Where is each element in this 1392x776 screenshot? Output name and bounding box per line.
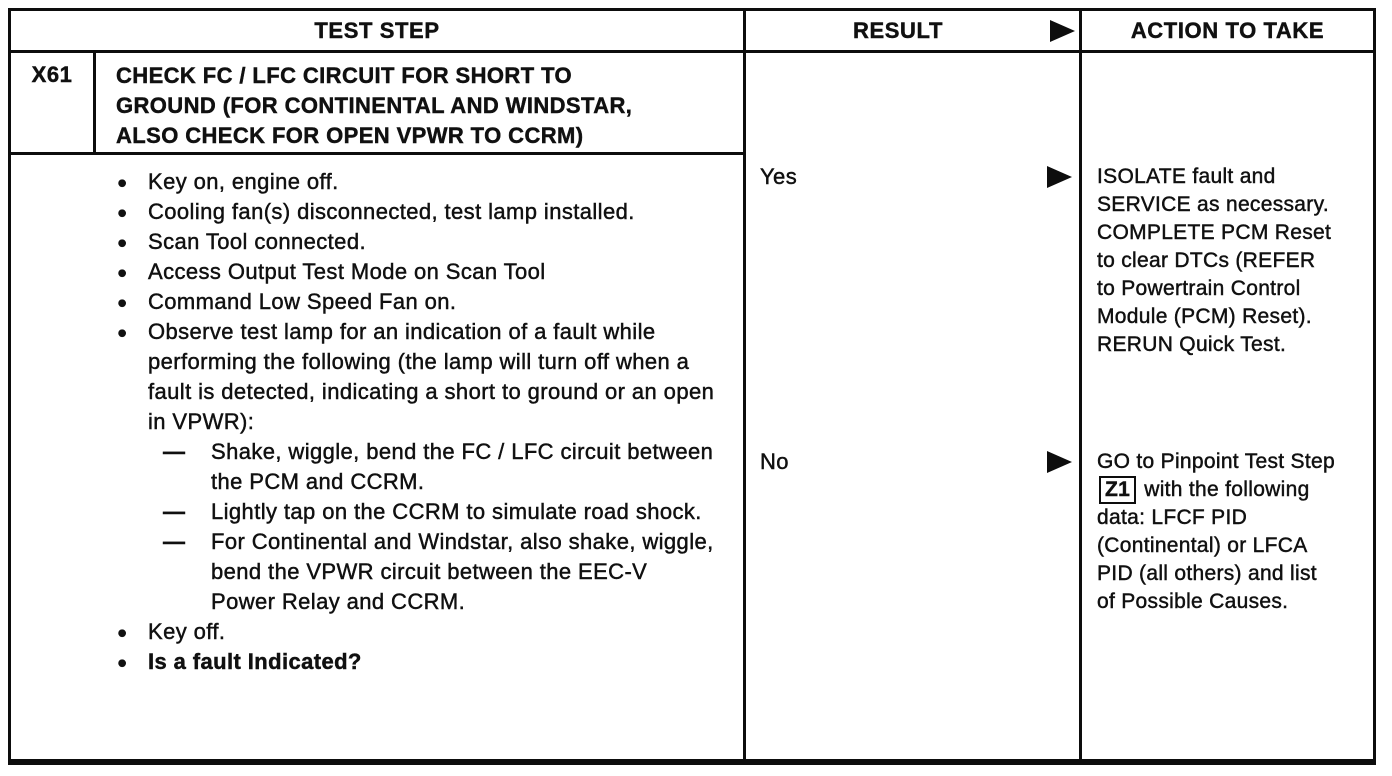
procedure-sub-step: — Lightly tap on the CCRM to simulate roa…	[11, 497, 743, 527]
bullet-marker-icon: ●	[117, 323, 128, 342]
action-text: GO to Pinpoint Test Step Z1 with the fol…	[1097, 448, 1339, 616]
procedure-step-text: Is a fault Indicated?	[148, 649, 362, 674]
procedure-step-text: Command Low Speed Fan on.	[148, 289, 457, 314]
procedure-step-text: Observe test lamp for an indication of a…	[148, 319, 715, 434]
bullet-marker-icon: ●	[117, 623, 128, 642]
result-header-label: RESULT	[853, 17, 943, 43]
procedure-step: ● Observe test lamp for an indication of …	[11, 317, 743, 437]
procedure-list: ● Key on, engine off. ● Cooling fan(s) disc…	[11, 155, 743, 759]
right-arrow-icon	[1050, 19, 1075, 42]
procedure-step: ● Command Low Speed Fan on.	[11, 287, 743, 317]
procedure-step-text: Cooling fan(s) disconnected, test lamp i…	[148, 199, 635, 224]
action-text-segment: ISOLATE fault and SERVICE as necessary. …	[1097, 165, 1332, 356]
column-header-test-step: TEST STEP	[11, 11, 743, 53]
action-header-label: ACTION TO TAKE	[1130, 17, 1325, 43]
right-arrow-icon	[1047, 166, 1072, 188]
procedure-step: ● Key off.	[11, 617, 743, 647]
right-arrow-icon	[1047, 451, 1072, 473]
dash-marker-icon: —	[163, 529, 186, 554]
procedure-step: ● Access Output Test Mode on Scan Tool	[11, 257, 743, 287]
step-title: CHECK FC / LFC CIRCUIT FOR SHORT TO GROU…	[116, 63, 633, 148]
bullet-marker-icon: ●	[117, 653, 128, 672]
action-column: ISOLATE fault and SERVICE as necessary. …	[1079, 53, 1373, 759]
bullet-marker-icon: ●	[117, 203, 128, 222]
step-id: X61	[11, 53, 96, 152]
dash-marker-icon: —	[163, 439, 186, 464]
bullet-marker-icon: ●	[117, 263, 128, 282]
procedure-step-text: For Continental and Windstar, also shake…	[211, 529, 714, 614]
procedure-step-text: Lightly tap on the CCRM to simulate road…	[211, 499, 702, 524]
procedure-step: ● Scan Tool connected.	[11, 227, 743, 257]
procedure-step-text: Access Output Test Mode on Scan Tool	[148, 259, 546, 284]
result-label: Yes	[760, 164, 798, 189]
bullet-marker-icon: ●	[117, 173, 128, 192]
procedure-step-text: Key off.	[148, 619, 226, 644]
procedure-step: ● Cooling fan(s) disconnected, test lamp …	[11, 197, 743, 227]
procedure-step-text: Key on, engine off.	[148, 169, 339, 194]
step-reference-box: Z1	[1099, 476, 1137, 504]
bullet-marker-icon: ●	[117, 293, 128, 312]
column-header-action: ACTION TO TAKE	[1079, 11, 1373, 53]
result-label: No	[760, 449, 789, 474]
result-yes: Yes	[760, 164, 1072, 190]
procedure-sub-step: — For Continental and Windstar, also shak…	[11, 527, 743, 617]
procedure-step-text: Shake, wiggle, bend the FC / LFC circuit…	[211, 439, 714, 494]
bullet-marker-icon: ●	[117, 233, 128, 252]
result-no: No	[760, 449, 1072, 475]
procedure-step: ● Is a fault Indicated?	[11, 647, 743, 677]
action-text: ISOLATE fault and SERVICE as necessary. …	[1097, 163, 1339, 359]
action-text-segment: with the following data: LFCF PID (Conti…	[1097, 478, 1317, 613]
procedure-step: ● Key on, engine off.	[11, 167, 743, 197]
action-text-segment: GO to Pinpoint Test Step	[1097, 450, 1335, 473]
dash-marker-icon: —	[163, 499, 186, 524]
column-header-result: RESULT	[743, 11, 1079, 53]
pinpoint-test-table: TEST STEP RESULT ACTION TO TAKE X61 CHEC…	[8, 8, 1376, 765]
test-step-header-label: TEST STEP	[314, 17, 440, 43]
test-step-title-row: X61 CHECK FC / LFC CIRCUIT FOR SHORT TO …	[11, 53, 743, 155]
procedure-sub-step: — Shake, wiggle, bend the FC / LFC circui…	[11, 437, 743, 497]
procedure-step-text: Scan Tool connected.	[148, 229, 366, 254]
